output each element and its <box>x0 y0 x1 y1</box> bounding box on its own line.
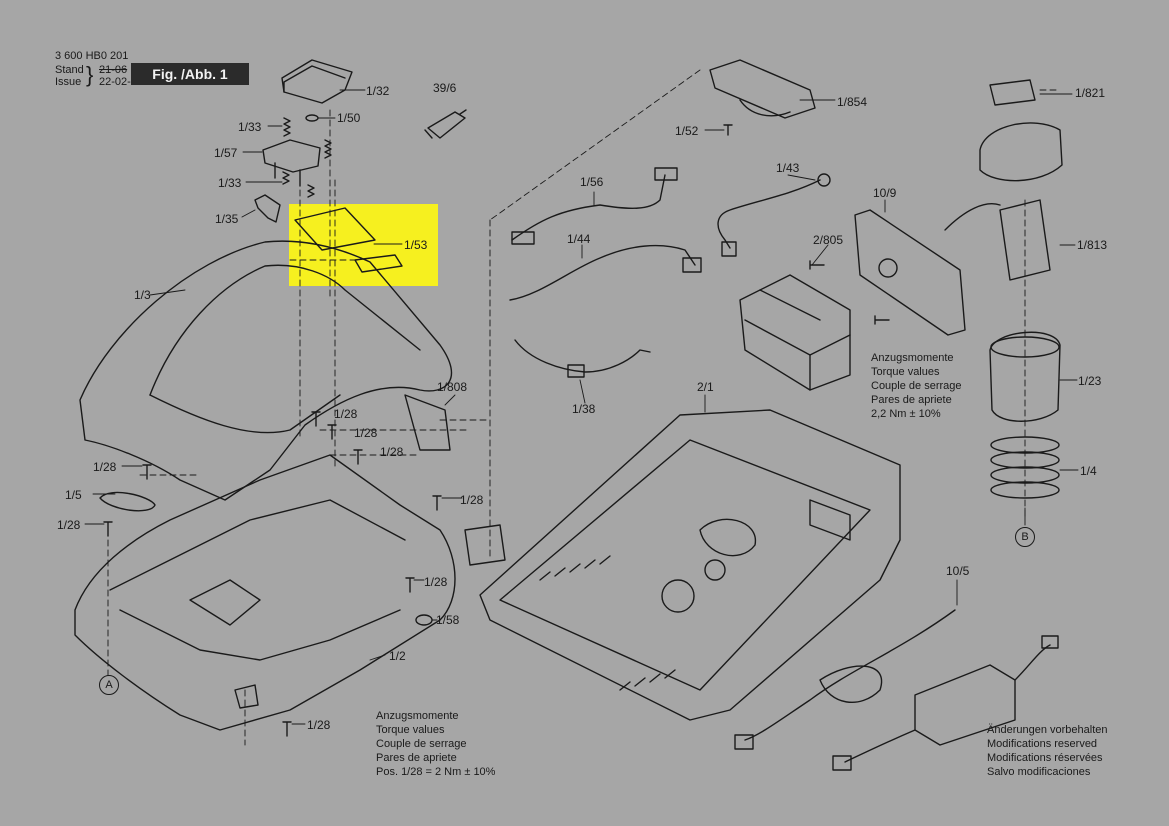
modifications-note: Änderungen vorbehalten Modifications res… <box>987 723 1107 779</box>
label-1-58: 1/58 <box>436 613 460 627</box>
label-1-2: 1/2 <box>389 649 406 663</box>
marker-b: B <box>1015 527 1035 547</box>
modifications-note-line: Modifications reserved <box>987 738 1098 750</box>
label-1-32: 1/32 <box>366 84 390 98</box>
label-1-33-top: 1/33 <box>238 120 262 134</box>
label-1-52: 1/52 <box>675 124 699 138</box>
torque-note-bottom: Anzugsmomente Torque values Couple de se… <box>376 709 495 779</box>
marker-a: A <box>99 675 119 695</box>
label-1-28-h: 1/28 <box>307 718 331 732</box>
label-1-53: 1/53 <box>404 238 428 252</box>
label-2-1: 2/1 <box>697 380 714 394</box>
part-10-5-shape <box>734 609 1059 771</box>
modifications-note-line: Änderungen vorbehalten <box>987 724 1108 736</box>
label-1-28-c: 1/28 <box>380 445 404 459</box>
part-2-1-shape <box>479 409 901 721</box>
torque-note-bottom-line: Pares de apriete <box>376 752 457 764</box>
label-1-28-d: 1/28 <box>93 460 117 474</box>
part-1-53-shape <box>294 207 403 273</box>
label-1-808: 1/808 <box>437 380 468 394</box>
leader-lines <box>84 89 1079 725</box>
torque-note-right-line: Anzugsmomente <box>871 352 954 364</box>
part-2-805-shape <box>739 274 851 391</box>
assembly-lines <box>107 69 1061 746</box>
part-1-32-shape <box>281 59 353 104</box>
torque-note-bottom-line: Pos. 1/28 = 2 Nm ± 10% <box>376 766 496 778</box>
cable-harnesses <box>509 167 702 378</box>
springs-1-33 <box>282 117 332 198</box>
label-10-9: 10/9 <box>873 186 897 200</box>
label-1-28-f: 1/28 <box>460 493 484 507</box>
label-1-33-bottom: 1/33 <box>218 176 242 190</box>
doc-number: 3 600 HB0 201 <box>55 50 129 62</box>
header-brace: } <box>86 62 94 87</box>
torque-note-bottom-line: Anzugsmomente <box>376 710 459 722</box>
stand-label: Stand <box>55 64 84 76</box>
part-1-3-shape <box>79 240 453 501</box>
label-1-23: 1/23 <box>1078 374 1102 388</box>
torque-note-right-line: Torque values <box>871 366 940 378</box>
label-10-5: 10/5 <box>946 564 970 578</box>
label-1-35: 1/35 <box>215 212 239 226</box>
label-1-813: 1/813 <box>1077 238 1108 252</box>
stand-date: 21-06 <box>99 64 128 76</box>
label-1-57: 1/57 <box>214 146 238 160</box>
torque-note-right-line: Couple de serrage <box>871 380 962 392</box>
label-2-805: 2/805 <box>813 233 844 247</box>
torque-note-right: Anzugsmomente Torque values Couple de se… <box>871 351 962 421</box>
label-1-28-g: 1/28 <box>424 575 448 589</box>
label-1-44: 1/44 <box>567 232 591 246</box>
label-1-28-b: 1/28 <box>354 426 378 440</box>
label-1-38: 1/38 <box>572 402 596 416</box>
label-1-4: 1/4 <box>1080 464 1097 478</box>
figure-tag: Fig. /Abb. 1 <box>131 63 249 85</box>
label-1-43: 1/43 <box>776 161 800 175</box>
label-1-28-e: 1/28 <box>57 518 81 532</box>
label-1-50: 1/50 <box>337 111 361 125</box>
label-1-821: 1/821 <box>1075 86 1106 100</box>
torque-note-bottom-line: Torque values <box>376 724 445 736</box>
torque-note-bottom-line: Couple de serrage <box>376 738 467 750</box>
modifications-note-line: Modifications réservées <box>987 752 1103 764</box>
label-1-3: 1/3 <box>134 288 151 302</box>
motor-assembly <box>944 79 1063 499</box>
label-1-28-a: 1/28 <box>334 407 358 421</box>
part-1-2-shape <box>74 454 456 731</box>
label-39-6: 39/6 <box>433 81 457 95</box>
issue-label: Issue <box>55 76 82 88</box>
label-1-56: 1/56 <box>580 175 604 189</box>
label-1-5: 1/5 <box>65 488 82 502</box>
part-10-9-shape <box>854 209 966 336</box>
label-1-854: 1/854 <box>837 95 868 109</box>
screws-1-28 <box>103 124 890 737</box>
modifications-note-line: Salvo modificaciones <box>987 766 1091 778</box>
torque-note-right-line: 2,2 Nm ± 10% <box>871 408 941 420</box>
torque-note-right-line: Pares de apriete <box>871 394 952 406</box>
